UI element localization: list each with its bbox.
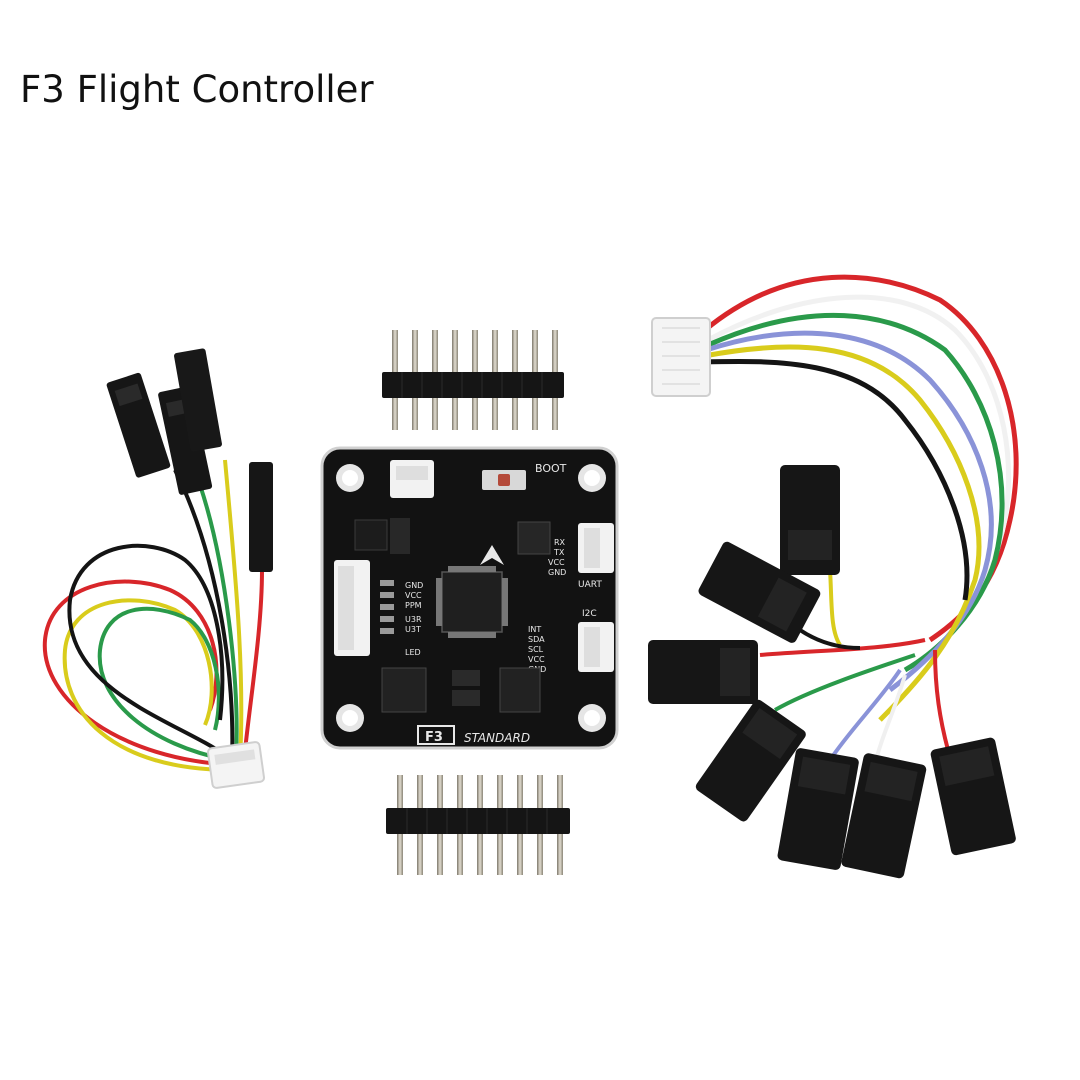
variant-label: STANDARD [464,731,530,745]
uart-pin-label: TX [553,548,565,557]
uart-pin-label: VCC [548,558,565,567]
ppm-pin-label: GND [405,581,423,590]
uart-pin-label: GND [548,568,566,577]
i2c-pin-label: SDA [528,635,545,644]
ppm-pin-label: U3R [405,615,422,624]
ppm-pin-label: U3T [405,625,421,634]
bottom-pin-header [386,775,570,875]
ppm-pin-label: VCC [405,591,422,600]
brand-label: F3 [425,730,443,745]
i2c-pin-label: VCC [528,655,545,664]
ppm-pin-label: PPM [405,601,422,610]
top-pin-header [382,330,564,430]
page-title: F3 Flight Controller [20,68,374,111]
i2c-label: I2C [582,609,597,619]
boot-label: BOOT [535,462,567,475]
i2c-pin-label: INT [528,625,541,634]
uart-pin-label: RX [554,538,566,547]
uart-label: UART [578,580,602,590]
i2c-pin-label: SCL [528,645,544,654]
flight-controller-board: BOOT GND VCC PPM U3R U3T LED UART [320,446,619,750]
right-cable-assembly [648,274,1019,879]
left-cable-assembly [42,348,273,789]
led-label: LED [405,648,421,657]
